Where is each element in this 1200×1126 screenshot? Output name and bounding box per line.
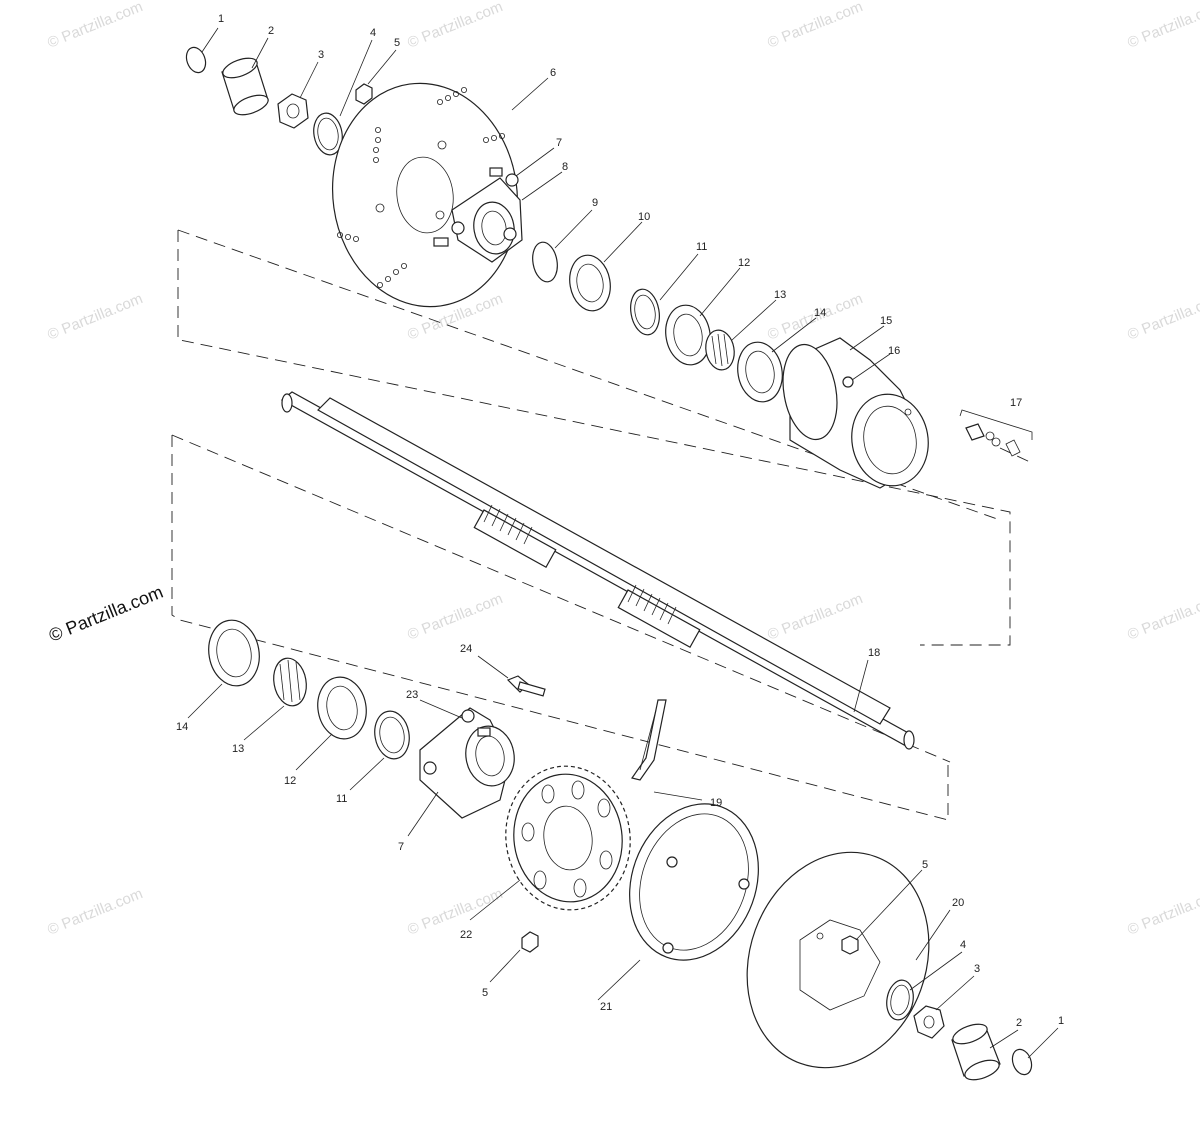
drive-sprocket bbox=[505, 765, 631, 911]
callout-15: 15 bbox=[880, 315, 892, 327]
callout-13-bottom: 13 bbox=[232, 743, 244, 755]
callout-7: 7 bbox=[556, 137, 562, 149]
watermark-faint: © Partzilla.com bbox=[405, 590, 505, 644]
bearing-housing bbox=[782, 337, 929, 489]
callout-22: 22 bbox=[460, 929, 472, 941]
callout-3-bottom: 3 bbox=[974, 963, 980, 975]
callout-9: 9 bbox=[592, 197, 598, 209]
callout-23: 23 bbox=[406, 689, 418, 701]
callouts-bottom: 14 13 12 11 7 23 24 22 5 19 21 20 5 4 3 … bbox=[176, 643, 1064, 1029]
bolt bbox=[506, 675, 546, 697]
callout-5: 5 bbox=[394, 37, 400, 49]
callout-5-bottom-left: 5 bbox=[482, 987, 488, 999]
callout-24: 24 bbox=[460, 643, 472, 655]
callout-11-bottom: 11 bbox=[336, 793, 347, 805]
castle-nut-top bbox=[277, 93, 309, 129]
watermark-faint: © Partzilla.com bbox=[405, 0, 505, 52]
drive-chain bbox=[631, 699, 667, 781]
spacer-bottom bbox=[374, 710, 410, 760]
callout-1-bottom: 1 bbox=[1058, 1015, 1064, 1027]
bearing-race-bottom bbox=[317, 676, 367, 740]
watermark-faint: © Partzilla.com bbox=[1125, 590, 1200, 644]
leader-lines bbox=[187, 27, 1059, 1059]
callout-5-bottom-right: 5 bbox=[922, 859, 928, 871]
hex-nut-bottom bbox=[521, 931, 539, 953]
watermark-main: © Partzilla.com bbox=[46, 582, 166, 646]
hub-flange-top bbox=[433, 167, 523, 263]
callout-13: 13 bbox=[774, 289, 786, 301]
brake-caliper-ring bbox=[629, 803, 759, 961]
watermark-faint: © Partzilla.com bbox=[1125, 0, 1200, 52]
callout-2: 2 bbox=[268, 25, 274, 37]
snap-ring-bottom bbox=[1011, 1048, 1033, 1076]
callout-16: 16 bbox=[888, 345, 900, 357]
callout-14: 14 bbox=[814, 307, 826, 319]
spacer-top bbox=[630, 288, 660, 336]
callout-14-bottom: 14 bbox=[176, 721, 188, 733]
callouts-top: 1 2 3 4 5 6 7 8 9 10 11 12 13 14 15 16 1… bbox=[218, 13, 1022, 409]
watermark-faint: © Partzilla.com bbox=[1125, 290, 1200, 344]
castle-nut-bottom bbox=[913, 1005, 945, 1039]
hex-nut-top bbox=[355, 83, 373, 105]
callout-2-bottom: 2 bbox=[1016, 1017, 1022, 1029]
rear-axle-shaft bbox=[280, 391, 915, 750]
callout-4-bottom: 4 bbox=[960, 939, 966, 951]
callout-3: 3 bbox=[318, 49, 324, 61]
watermark-faint: © Partzilla.com bbox=[765, 0, 865, 52]
callout-8: 8 bbox=[562, 161, 568, 173]
callout-19: 19 bbox=[710, 797, 722, 809]
roller-bearing-top bbox=[705, 329, 735, 371]
washer-top bbox=[313, 112, 343, 156]
callout-18: 18 bbox=[868, 647, 880, 659]
callout-10: 10 bbox=[638, 211, 650, 223]
watermark-faint: © Partzilla.com bbox=[765, 590, 865, 644]
washer-bottom bbox=[886, 979, 914, 1021]
retaining-ring-top bbox=[532, 241, 558, 283]
callout-21: 21 bbox=[600, 1001, 612, 1013]
snap-ring-top bbox=[185, 46, 207, 74]
bearing-cup-bottom bbox=[208, 619, 260, 687]
watermark-faint: © Partzilla.com bbox=[45, 290, 145, 344]
brake-disc-bottom bbox=[746, 851, 930, 1069]
watermark-faint: © Partzilla.com bbox=[45, 885, 145, 939]
callout-20: 20 bbox=[952, 897, 964, 909]
callout-7-bottom: 7 bbox=[398, 841, 404, 853]
sprocket-hub bbox=[419, 707, 515, 819]
watermark-layer: © Partzilla.com © Partzilla.com © Partzi… bbox=[45, 0, 1200, 939]
bearing-cup-top bbox=[737, 341, 783, 403]
callout-6: 6 bbox=[550, 67, 556, 79]
callout-4: 4 bbox=[370, 27, 376, 39]
watermark-faint: © Partzilla.com bbox=[1125, 885, 1200, 939]
callout-12: 12 bbox=[738, 257, 750, 269]
roller-bearing-bottom bbox=[273, 657, 307, 707]
bushing-bottom bbox=[951, 1023, 1001, 1081]
callout-1: 1 bbox=[218, 13, 224, 25]
bearing-race-top bbox=[665, 304, 711, 366]
watermark-faint: © Partzilla.com bbox=[405, 885, 505, 939]
watermark-faint: © Partzilla.com bbox=[45, 0, 145, 52]
callout-11: 11 bbox=[696, 241, 707, 253]
callout-17: 17 bbox=[1010, 397, 1022, 409]
bushing-top bbox=[221, 57, 269, 116]
callout-12-bottom: 12 bbox=[284, 775, 296, 787]
fastener-kit bbox=[959, 409, 1033, 463]
seal-top bbox=[569, 254, 611, 312]
